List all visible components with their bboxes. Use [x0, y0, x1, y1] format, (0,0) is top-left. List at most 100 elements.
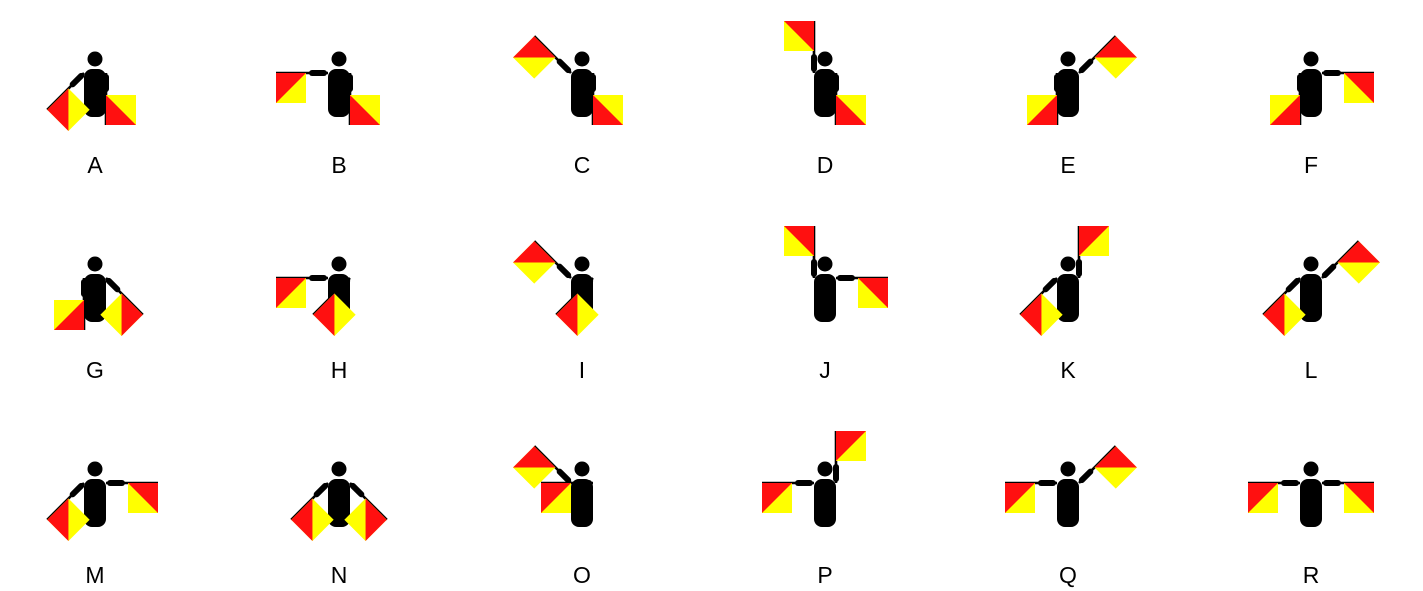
torso-icon — [328, 69, 350, 117]
letter-label: N — [331, 562, 348, 588]
letter-label: D — [817, 152, 834, 178]
semaphore-flag-icon — [350, 95, 380, 125]
semaphore-flag-icon — [1094, 36, 1137, 79]
letter-label: B — [331, 152, 346, 178]
semaphore-flag-icon — [593, 95, 623, 125]
semaphore-flag-icon — [100, 293, 143, 336]
torso-icon — [84, 274, 106, 322]
letter-label: Q — [1059, 562, 1077, 588]
semaphore-flag-icon — [556, 293, 599, 336]
hand-icon — [335, 277, 351, 293]
semaphore-flag-icon — [541, 483, 571, 513]
torso-icon — [571, 69, 593, 117]
semaphore-flag-icon — [313, 293, 356, 336]
hand-icon — [578, 277, 594, 293]
semaphore-signal-o: O — [513, 445, 593, 588]
letter-label: K — [1060, 357, 1076, 383]
semaphore-signal-r: R — [1248, 461, 1374, 588]
head-icon — [331, 256, 347, 272]
semaphore-flag-icon — [784, 21, 814, 51]
letter-label: A — [87, 152, 103, 178]
letter-label: F — [1304, 152, 1318, 178]
hand-icon — [1078, 58, 1094, 74]
semaphore-signal-j: J — [784, 226, 888, 383]
torso-icon — [814, 274, 836, 322]
head-icon — [87, 461, 103, 477]
semaphore-flag-icon — [1027, 95, 1057, 125]
hand-icon — [1078, 468, 1094, 484]
head-icon — [574, 256, 590, 272]
semaphore-signal-i: I — [513, 240, 599, 383]
letter-label: M — [85, 562, 104, 588]
semaphore-flag-icon — [1005, 483, 1035, 513]
letter-label: O — [573, 562, 591, 588]
letter-label: J — [819, 357, 831, 383]
hand-icon — [105, 277, 121, 293]
letter-label: G — [86, 357, 104, 383]
semaphore-flag-icon — [1263, 293, 1306, 336]
semaphore-signal-e: E — [1027, 35, 1137, 178]
semaphore-flag-icon — [513, 446, 556, 489]
head-icon — [817, 51, 833, 67]
semaphore-flag-icon — [1344, 73, 1374, 103]
hand-icon — [313, 482, 329, 498]
head-icon — [1060, 256, 1076, 272]
torso-icon — [328, 479, 350, 527]
hand-icon — [1321, 263, 1337, 279]
letter-label: I — [579, 357, 585, 383]
semaphore-signal-m: M — [46, 461, 158, 588]
letter-label: E — [1060, 152, 1075, 178]
letter-label: C — [574, 152, 591, 178]
letter-label: R — [1303, 562, 1320, 588]
head-icon — [1060, 461, 1076, 477]
semaphore-signal-b: B — [276, 51, 380, 178]
torso-icon — [1300, 479, 1322, 527]
semaphore-flag-icon — [47, 498, 90, 541]
semaphore-flag-icon — [54, 300, 84, 330]
head-icon — [817, 256, 833, 272]
semaphore-signal-p: P — [762, 431, 866, 588]
semaphore-flag-icon — [291, 498, 334, 541]
semaphore-signal-h: H — [276, 256, 356, 383]
semaphore-flag-icon — [1079, 226, 1109, 256]
semaphore-flag-icon — [513, 36, 556, 79]
semaphore-flag-icon — [276, 278, 306, 308]
semaphore-signal-f: F — [1270, 51, 1374, 178]
hand-icon — [556, 58, 572, 74]
semaphore-flag-icon — [1270, 95, 1300, 125]
semaphore-signal-k: K — [1019, 226, 1109, 383]
semaphore-flag-icon — [47, 88, 90, 131]
hand-icon — [556, 468, 572, 484]
semaphore-flag-icon — [128, 483, 158, 513]
semaphore-flag-icon — [1248, 483, 1278, 513]
torso-icon — [1057, 69, 1079, 117]
hand-icon — [69, 482, 85, 498]
head-icon — [574, 51, 590, 67]
semaphore-flag-icon — [784, 226, 814, 256]
head-icon — [87, 256, 103, 272]
semaphore-flag-icon — [106, 95, 136, 125]
semaphore-flag-icon — [836, 431, 866, 461]
hand-icon — [349, 482, 365, 498]
letter-label: L — [1305, 357, 1318, 383]
semaphore-flag-icon — [1094, 446, 1137, 489]
hand-icon — [1285, 277, 1301, 293]
semaphore-flag-icon — [762, 483, 792, 513]
semaphore-flag-icon — [1337, 241, 1380, 284]
torso-icon — [1057, 274, 1079, 322]
torso-icon — [814, 69, 836, 117]
hand-icon — [69, 72, 85, 88]
semaphore-signal-l: L — [1262, 240, 1380, 383]
head-icon — [1060, 51, 1076, 67]
head-icon — [331, 51, 347, 67]
semaphore-signal-c: C — [513, 35, 623, 178]
head-icon — [331, 461, 347, 477]
letter-label: P — [817, 562, 832, 588]
torso-icon — [1300, 274, 1322, 322]
torso-icon — [1300, 69, 1322, 117]
semaphore-signal-a: A — [46, 51, 136, 178]
semaphore-signal-d: D — [784, 21, 866, 178]
semaphore-signal-n: N — [290, 461, 388, 588]
semaphore-flag-icon — [858, 278, 888, 308]
